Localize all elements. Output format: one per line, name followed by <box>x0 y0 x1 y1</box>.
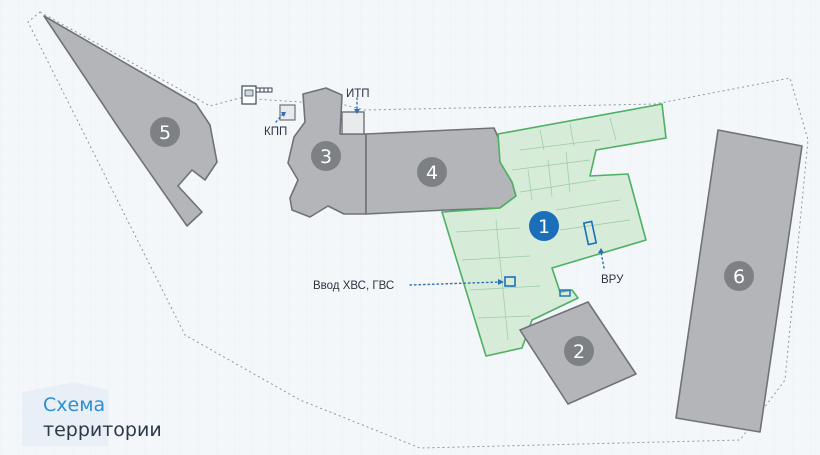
badge-6 <box>724 261 754 291</box>
title-plate <box>22 382 108 446</box>
building-numbers: 5 3 4 1 2 6 <box>150 117 754 366</box>
badge-3 <box>311 141 341 171</box>
badge-5 <box>150 117 180 147</box>
territory-boundary <box>27 11 809 449</box>
map-title-line2: территории <box>43 419 162 441</box>
building-1-floorplan <box>455 117 631 341</box>
label-4: 4 <box>426 162 438 184</box>
itp-label: ИТП <box>346 88 370 100</box>
leader-lines <box>275 97 605 286</box>
badge-1 <box>529 211 559 241</box>
kpp-label: КПП <box>264 126 287 138</box>
label-5: 5 <box>159 122 171 144</box>
itp-box <box>341 111 365 135</box>
leader-arrowheads <box>281 109 604 285</box>
building-5 <box>43 15 218 227</box>
map-title-line1: Схема <box>43 394 105 416</box>
label-3: 3 <box>320 146 332 168</box>
label-1: 1 <box>538 216 550 238</box>
badge-4 <box>417 157 447 187</box>
small-marker <box>559 289 571 297</box>
badge-2 <box>564 336 594 366</box>
label-2: 2 <box>573 341 585 363</box>
water-inlet-marker <box>504 276 516 287</box>
water-inlet-label: Ввод ХВС, ГВС <box>313 280 394 292</box>
barrier-gate-icon <box>241 85 273 105</box>
vru-label: ВРУ <box>601 274 624 286</box>
label-6: 6 <box>733 266 745 288</box>
vru-marker <box>582 220 598 246</box>
